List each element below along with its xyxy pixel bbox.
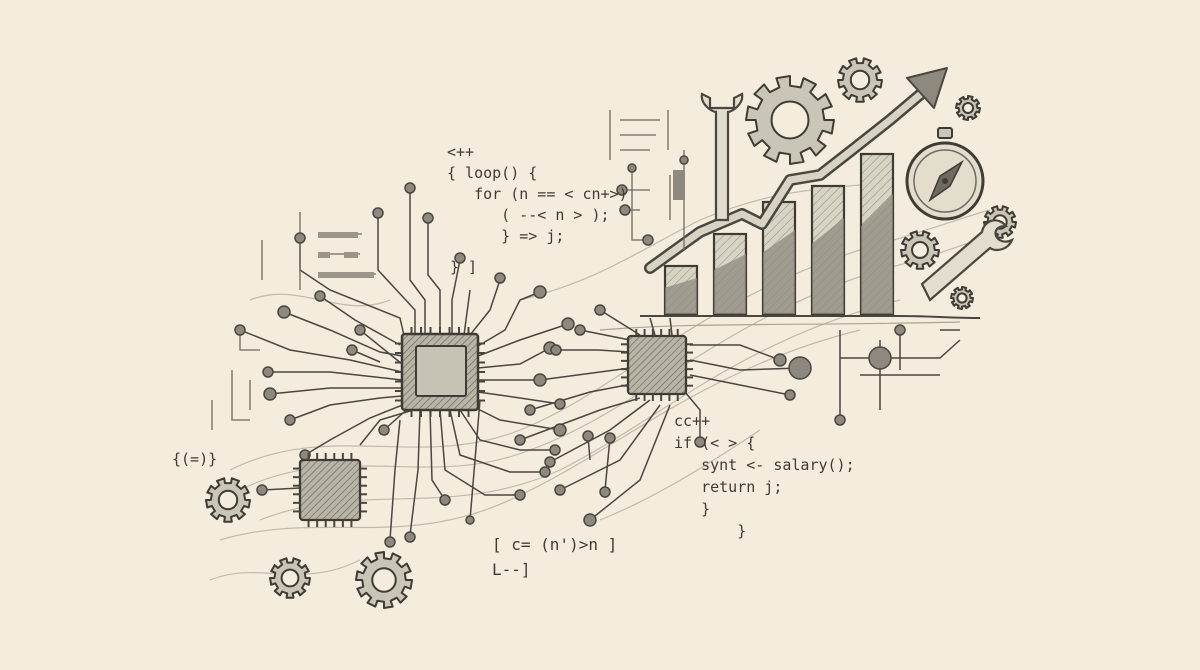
bar-chart: [663, 152, 895, 316]
code-line: cc++: [674, 412, 711, 430]
circuit-node: [549, 444, 561, 456]
bar-shade: [665, 278, 697, 314]
code-fragment-bracket: } ]: [450, 258, 478, 276]
cpu-chip-left: [293, 453, 367, 527]
circuit-node: [404, 531, 416, 543]
bar-shade: [861, 194, 893, 314]
circuit-node: [627, 163, 637, 173]
circuit-node: [834, 414, 846, 426]
circuit-node: [524, 404, 536, 416]
code-snippet-loop: <++ { loop() { for (n == < cn+>) ( --< n …: [447, 142, 628, 247]
circuit-node: [378, 424, 390, 436]
circuit-node: [314, 290, 326, 302]
gear-icon: [837, 57, 883, 103]
circuit-node: [514, 489, 526, 501]
code-line: } => j;: [447, 227, 565, 245]
circuit-node: [599, 486, 611, 498]
circuit-node: [514, 434, 526, 446]
trend-arrow: [644, 67, 948, 274]
bar-shade: [714, 254, 746, 314]
circuit-node: [372, 207, 384, 219]
wrench-icon: [700, 92, 744, 222]
code-line: if (< > {: [674, 434, 756, 452]
cpu-chip-main: [395, 327, 485, 417]
code-fragment-braces: {(=)}: [172, 450, 218, 468]
code-line: ( --< n > );: [447, 206, 610, 224]
circuit-node: [533, 373, 547, 387]
schematic-block: [673, 170, 685, 200]
circuit-node: [788, 356, 812, 380]
circuit-node: [354, 324, 366, 336]
circuit-node: [694, 436, 706, 448]
circuit-node: [294, 232, 306, 244]
schematic-block: [318, 232, 358, 238]
gear-icon: [950, 286, 974, 310]
circuit-node: [550, 344, 562, 356]
code-line: return j;: [674, 478, 783, 496]
bar-shade: [812, 218, 844, 314]
circuit-traces: [239, 190, 961, 541]
circuit-node: [604, 432, 616, 444]
circuit-node: [616, 184, 628, 196]
code-fragment-expression: [ c= (n')>n ]: [492, 535, 618, 554]
circuit-node: [284, 414, 296, 426]
circuit-node: [262, 366, 274, 378]
circuit-node: [346, 344, 358, 356]
bar-shade: [763, 230, 795, 314]
circuit-node: [619, 204, 631, 216]
circuit-node: [384, 536, 396, 548]
gear-icon: [900, 230, 940, 270]
circuit-node: [544, 456, 556, 468]
circuit-nodes: [234, 155, 906, 548]
circuit-node: [554, 398, 566, 410]
gear-icon: [745, 75, 835, 165]
circuit-node: [404, 182, 416, 194]
circuit-node: [594, 304, 606, 316]
circuit-node: [277, 305, 291, 319]
circuit-node: [574, 324, 586, 336]
schematic-block: [318, 272, 374, 278]
circuit-node: [422, 212, 434, 224]
code-line: synt <- salary();: [674, 456, 855, 474]
circuit-node: [553, 423, 567, 437]
schematic-block: [344, 252, 358, 258]
circuit-node: [894, 324, 906, 336]
circuit-node: [439, 494, 451, 506]
circuit-node: [494, 272, 506, 284]
wrench-icon: [920, 219, 1015, 302]
circuit-node: [679, 155, 689, 165]
gear-icon: [205, 477, 251, 523]
circuit-node: [561, 317, 575, 331]
gear-icon: [269, 557, 311, 599]
code-line: }: [674, 500, 711, 518]
circuit-node: [465, 515, 475, 525]
circuit-node: [234, 324, 246, 336]
code-snippet-salary: cc++ if (< > { synt <- salary(); return j…: [674, 410, 855, 542]
code-line: for (n == < cn+>): [447, 185, 628, 203]
circuit-node: [583, 513, 597, 527]
circuit-node: [263, 387, 277, 401]
cpu-chip-right: [621, 329, 693, 401]
baseline: [640, 315, 981, 319]
circuit-node: [539, 466, 551, 478]
circuit-node: [642, 234, 654, 246]
gear-icon: [955, 95, 981, 121]
circuit-node: [784, 389, 796, 401]
circuit-node: [454, 252, 466, 264]
code-fragment-bracket-bottom: L--]: [492, 560, 531, 579]
circuit-node: [533, 285, 547, 299]
code-line: { loop() {: [447, 164, 538, 182]
circuit-node: [868, 346, 892, 370]
code-line: <++: [447, 143, 475, 161]
compass-icon: [905, 127, 985, 221]
circuit-node: [773, 353, 787, 367]
circuit-node: [256, 484, 268, 496]
code-line: }: [674, 522, 747, 540]
gear-icon: [355, 551, 413, 609]
circuit-node: [582, 430, 594, 442]
circuit-node: [554, 484, 566, 496]
schematic-block: [318, 252, 330, 258]
